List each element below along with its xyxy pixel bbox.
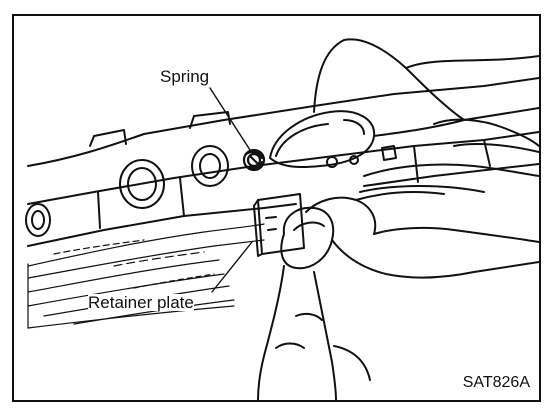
retainer-plate-label: Retainer plate (88, 293, 194, 312)
valve-body-illustration (25, 38, 539, 400)
spring-label: Spring (160, 67, 210, 86)
valve-body (25, 77, 539, 247)
wood-grain-surface (27, 223, 265, 329)
lower-hand (257, 191, 539, 400)
retainer-plate (253, 193, 305, 257)
leader-lines (209, 87, 253, 293)
spring (242, 148, 266, 172)
retainer-plate-leader-line (211, 241, 253, 293)
figure-code: SAT826A (462, 374, 530, 391)
upper-hand (269, 38, 539, 193)
spring-leader-line (209, 87, 251, 151)
figure-frame: Spring Retainer plate SAT826A (12, 14, 541, 402)
